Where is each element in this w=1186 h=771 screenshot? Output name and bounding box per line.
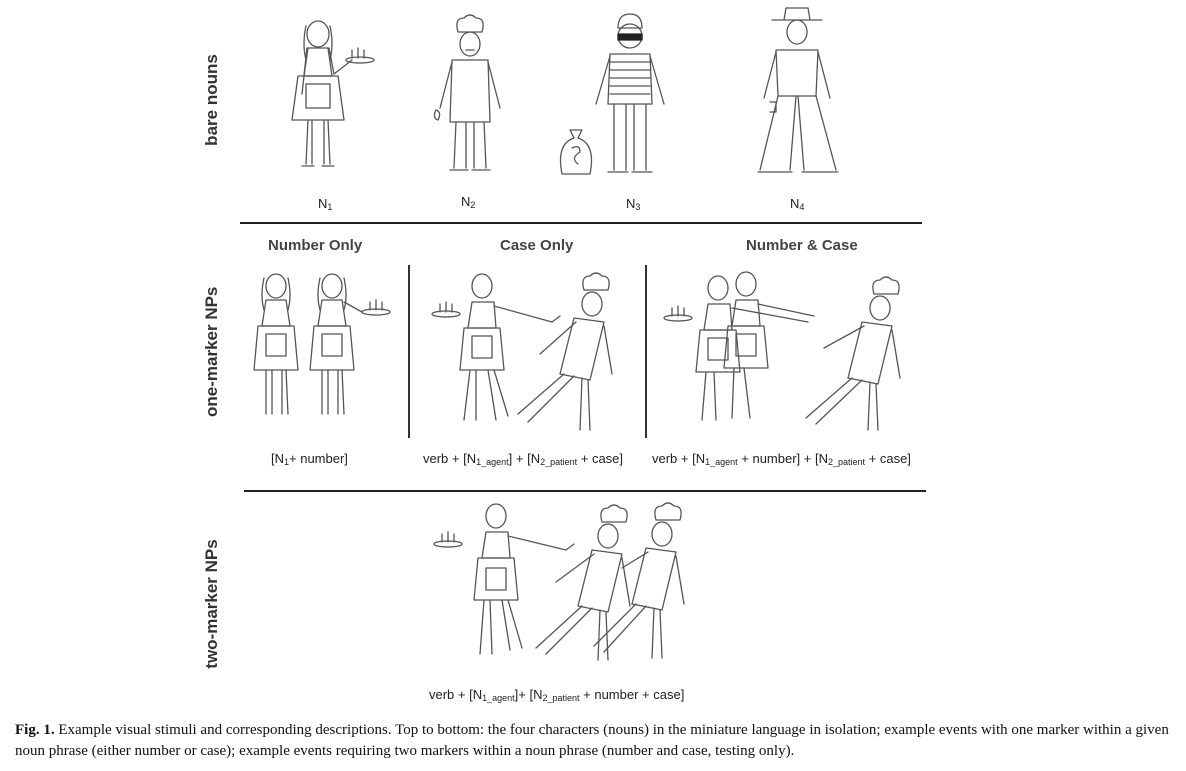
- waitress-figure: [291, 20, 375, 167]
- waitress-pair-figure: [253, 273, 391, 415]
- figure-caption-text: Example visual stimuli and corresponding…: [15, 722, 1169, 759]
- divider-case-only: [408, 265, 410, 438]
- formula-number-case: verb + [N1_agent + number] + [N2_patient…: [652, 451, 911, 467]
- heading-number-case: Number & Case: [746, 237, 858, 254]
- figure-caption: Fig. 1. Example visual stimuli and corre…: [15, 720, 1175, 762]
- formula-case-only: verb + [N1_agent] + [N2_patient + case]: [423, 451, 624, 467]
- waitress-two-chefs-figure: [433, 502, 685, 661]
- divider-middle: [244, 490, 926, 492]
- divider-top: [240, 222, 922, 224]
- chef-figure: [433, 14, 501, 171]
- robber-figure: [559, 13, 665, 175]
- noun-label-n1: N1: [318, 196, 333, 212]
- waitresses-chef-figure: [663, 271, 901, 431]
- heading-number-only: Number Only: [268, 237, 363, 254]
- row-label-one-marker: one-marker NPs: [202, 286, 221, 417]
- waitress-chef-case-figure: [431, 272, 613, 431]
- figure-caption-label: Fig. 1.: [15, 722, 55, 738]
- formula-two-marker: verb + [N1_agent]+ [N2_patient + number …: [429, 687, 685, 703]
- divider-number-case: [645, 265, 647, 438]
- heading-case-only: Case Only: [500, 237, 574, 254]
- noun-label-n3: N3: [626, 196, 641, 212]
- row-label-bare-nouns: bare nouns: [202, 54, 221, 146]
- noun-label-n2: N2: [461, 194, 476, 210]
- formula-number-only: [N1+ number]: [271, 451, 348, 467]
- row-label-two-marker: two-marker NPs: [202, 539, 221, 669]
- cowboy-figure: [757, 7, 839, 173]
- noun-label-n4: N4: [790, 196, 805, 212]
